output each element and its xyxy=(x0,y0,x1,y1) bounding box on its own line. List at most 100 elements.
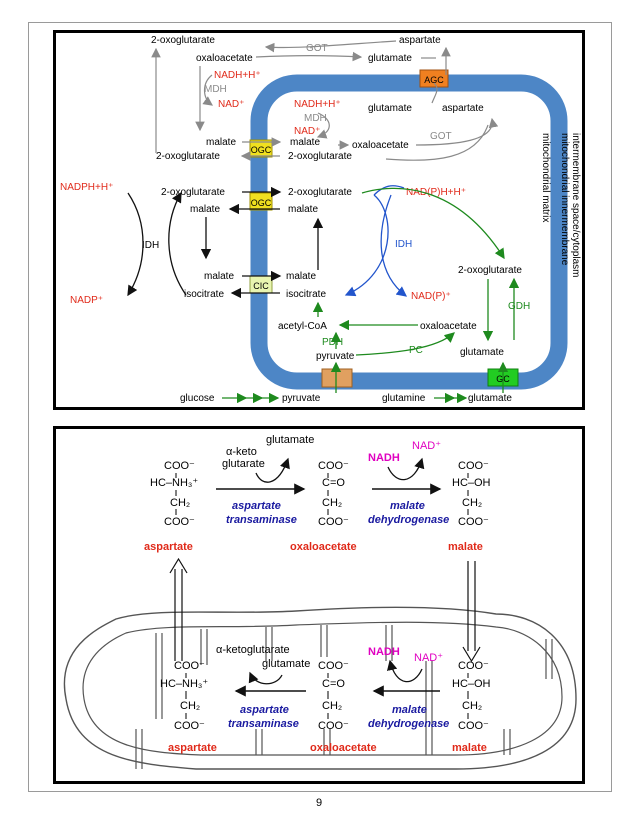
lower-oaa-coo1: COO⁻ xyxy=(318,660,349,672)
cyto-aspartate-top: aspartate xyxy=(399,35,441,46)
lower-asp-name: aspartate xyxy=(168,742,217,754)
upper-oaa-coo1: COO⁻ xyxy=(318,460,349,472)
lower-mal-name: malate xyxy=(452,742,487,754)
lower-oaa-coo2: COO⁻ xyxy=(318,720,349,732)
mito-malate-a: malate xyxy=(290,137,320,148)
mito-got-label: GOT xyxy=(430,131,452,142)
mitochondrion-outline xyxy=(63,606,577,770)
mito-aspartate: aspartate xyxy=(442,103,484,114)
lower-nad: NAD⁺ xyxy=(414,652,443,664)
upper-enzyme2-line1: malate xyxy=(390,500,425,512)
mito-nadh: NADH+H⁺ xyxy=(294,99,341,110)
lower-mal-coo2: COO⁻ xyxy=(458,720,489,732)
upper-mal-coo2: COO⁻ xyxy=(458,516,489,528)
malate-aspartate-shuttle-diagram: AGC OGC OGC CIC GC intermembrane space/c… xyxy=(60,35,581,404)
cyto-glutamate-bottom: glutamate xyxy=(468,393,512,404)
lower-nadh: NADH xyxy=(368,646,400,658)
upper-enzyme1-line1: aspartate xyxy=(232,500,281,512)
mito-glutamate: glutamate xyxy=(368,103,412,114)
upper-asp-coo2: COO⁻ xyxy=(164,516,195,528)
cyto-glucose: glucose xyxy=(180,393,215,404)
mito-mdh-label: MDH xyxy=(304,113,327,124)
mito-oxaloacetate-upper: oxaloacetate xyxy=(352,140,409,151)
lower-alpha-ketoglutarate: α-ketoglutarate xyxy=(216,644,290,656)
upper-asp-ch2: CH₂ xyxy=(170,497,190,509)
cyto-malate-b: malate xyxy=(190,204,220,215)
upper-mal-ch2: CH₂ xyxy=(462,497,482,509)
mitochondrial-membrane xyxy=(250,74,568,390)
mito-nadph: NAD(P)H+H⁺ xyxy=(406,187,466,198)
mito-pyruvate: pyruvate xyxy=(316,351,355,362)
lower-glutamate: glutamate xyxy=(262,658,310,670)
intermembrane-label: intermembrane space/cytoplasm xyxy=(570,133,581,278)
mito-pc-label: PC xyxy=(409,345,423,356)
upper-asp-hc: HC–NH₃⁺ xyxy=(150,477,198,489)
cyto-idh-label: IDH xyxy=(142,240,159,251)
lower-enzyme1-line1: aspartate xyxy=(240,704,289,716)
mito-oxaloacetate-lower: oxaloacetate xyxy=(420,321,477,332)
agc-label: AGC xyxy=(424,75,444,85)
cyto-malate-a: malate xyxy=(206,137,236,148)
upper-mal-name: malate xyxy=(448,541,483,553)
lower-mal-hc: HC–OH xyxy=(452,678,491,690)
lower-enzyme2-line2: dehydrogenase xyxy=(368,718,449,730)
cyto-glutamate: glutamate xyxy=(368,53,412,64)
cyto-malate-c: malate xyxy=(204,271,234,282)
cyto-isocitrate: isocitrate xyxy=(184,289,224,300)
matrix-label: mitochondrial matrix xyxy=(540,133,551,222)
cyto-oxoglutarate-b: 2-oxoglutarate xyxy=(161,187,225,198)
cyto-got-label: GOT xyxy=(306,43,328,54)
agc-transporter xyxy=(419,69,449,88)
mito-nad: NAD⁺ xyxy=(294,126,320,137)
lower-mal-coo1: COO⁻ xyxy=(458,660,489,672)
cyto-nadph: NADPH+H⁺ xyxy=(60,182,113,193)
cic-label: CIC xyxy=(253,281,269,291)
cyto-glutamine: glutamine xyxy=(382,393,426,404)
cyto-oxoglutarate-top: 2-oxoglutarate xyxy=(151,35,215,46)
mitochondrion-inner xyxy=(82,621,563,756)
cyto-nadh: NADH+H⁺ xyxy=(214,70,261,81)
upper-oaa-ch2: CH₂ xyxy=(322,497,342,509)
cyto-nad: NAD⁺ xyxy=(218,99,244,110)
mito-glutamate-lower: glutamate xyxy=(460,347,504,358)
upper-mal-coo1: COO⁻ xyxy=(458,460,489,472)
mito-oxoglutarate-c: 2-oxoglutarate xyxy=(458,265,522,276)
upper-oaa-coo2: COO⁻ xyxy=(318,516,349,528)
ogc-transporter-1 xyxy=(249,139,273,158)
top-diagram-panel: AGC OGC OGC CIC GC intermembrane space/c… xyxy=(53,30,585,410)
ogc-transporter-2 xyxy=(249,192,273,211)
page-frame xyxy=(28,22,612,792)
lower-oaa-co: C=O xyxy=(322,678,345,690)
mito-idh-label: IDH xyxy=(395,239,412,250)
cyto-oxoglutarate-a: 2-oxoglutarate xyxy=(156,151,220,162)
upper-glutamate: glutamate xyxy=(266,434,314,446)
mito-malate-b: malate xyxy=(288,204,318,215)
upper-oaa-name: oxaloacetate xyxy=(290,541,357,553)
mito-malate-c: malate xyxy=(286,271,316,282)
aspartate-efflux-arrow xyxy=(169,557,188,661)
innermembrane-label: mitochondrial innermembrane xyxy=(559,133,570,266)
cyto-mdh-label: MDH xyxy=(204,84,227,95)
upper-enzyme2-line2: dehydrogenase xyxy=(368,514,449,526)
cyto-pyruvate: pyruvate xyxy=(282,393,321,404)
cyto-nadp: NADP⁺ xyxy=(70,295,103,306)
lower-asp-coo2: COO⁻ xyxy=(174,720,205,732)
lower-oaa-name: oxaloacetate xyxy=(310,742,377,754)
ogc-label-2: OGC xyxy=(251,198,272,208)
upper-nad: NAD⁺ xyxy=(412,440,441,452)
upper-asp-name: aspartate xyxy=(144,541,193,553)
upper-glutarate: glutarate xyxy=(222,458,265,470)
lower-enzyme1-line2: transaminase xyxy=(228,718,299,730)
lower-mal-ch2: CH₂ xyxy=(462,700,482,712)
mito-isocitrate: isocitrate xyxy=(286,289,326,300)
upper-alpha-keto: α-keto xyxy=(226,446,257,458)
upper-oaa-co: C=O xyxy=(322,477,345,489)
upper-nadh: NADH xyxy=(368,452,400,464)
aspartate-malate-shuttle-diagram: COO⁻ HC–NH₃⁺ CH₂ COO⁻ COO⁻ C=O CH₂ COO⁻ … xyxy=(63,434,577,770)
bottom-diagram-panel: COO⁻ HC–NH₃⁺ CH₂ COO⁻ COO⁻ C=O CH₂ COO⁻ … xyxy=(53,426,585,784)
mito-oxoglutarate-b: 2-oxoglutarate xyxy=(288,187,352,198)
lower-asp-ch2: CH₂ xyxy=(180,700,200,712)
mito-gdh-label: GDH xyxy=(508,301,530,312)
lower-asp-coo1: COO⁻ xyxy=(174,660,205,672)
upper-asp-coo1: COO⁻ xyxy=(164,460,195,472)
